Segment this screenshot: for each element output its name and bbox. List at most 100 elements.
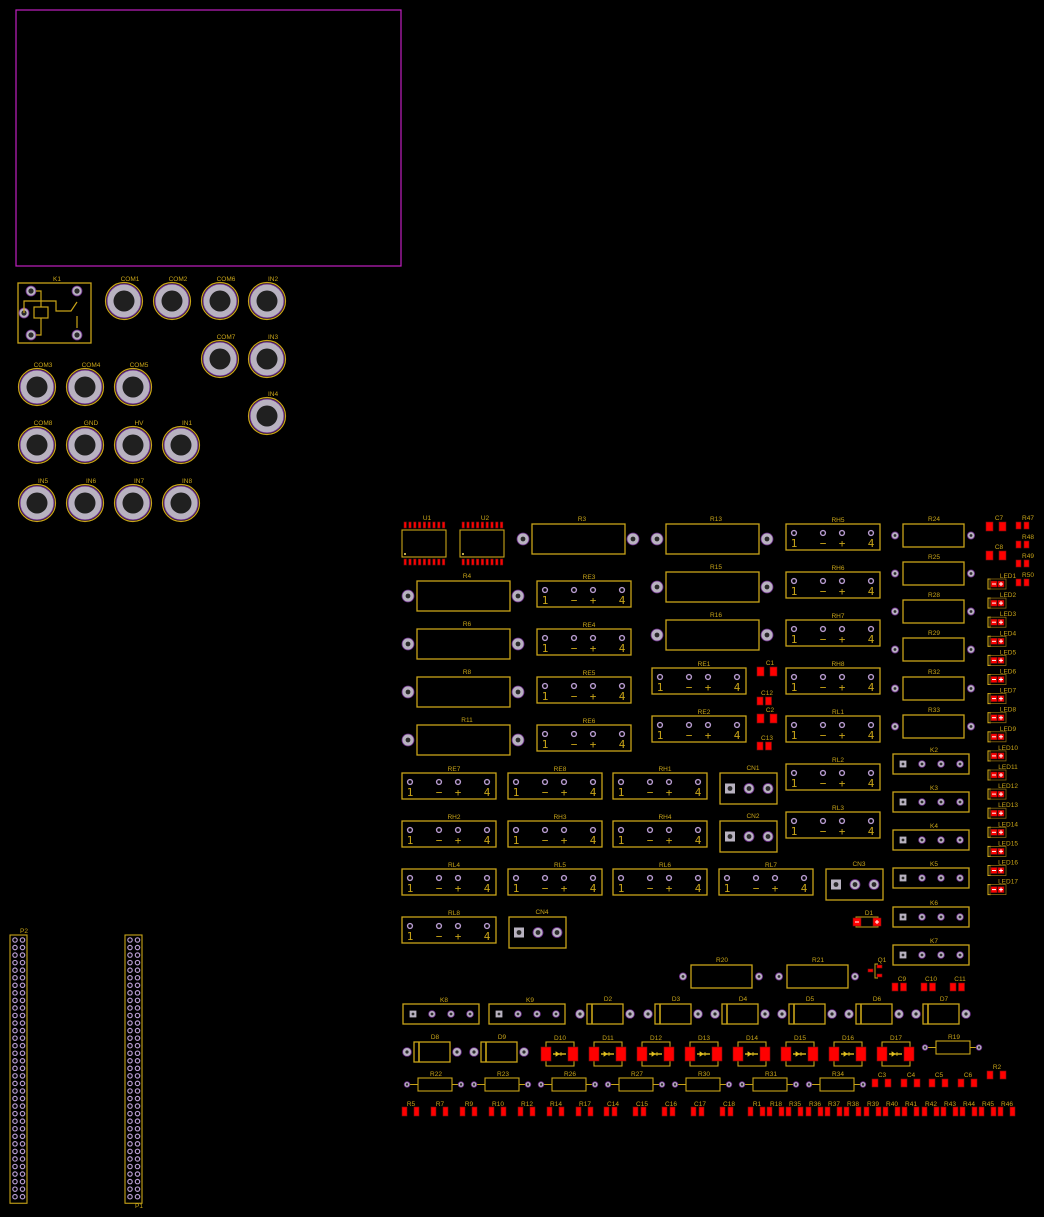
led-led1[interactable]: LED1: [987, 573, 1017, 590]
resistor-r36[interactable]: R36: [805, 1101, 824, 1117]
power-resistor-r15[interactable]: R15: [650, 564, 774, 603]
banana-jack-com8[interactable]: COM8: [17, 420, 57, 465]
banana-jack-hv[interactable]: HV: [113, 420, 153, 465]
banana-jack-com2[interactable]: COM2: [152, 276, 192, 321]
resistor-r40[interactable]: R40: [882, 1101, 901, 1117]
axial-resistor-r31[interactable]: R31: [738, 1071, 800, 1092]
header-k6[interactable]: K6: [892, 900, 970, 928]
axial-resistor-r34[interactable]: R34: [805, 1071, 867, 1092]
pin-header-p2[interactable]: P2: [9, 928, 28, 1204]
resistor-r49[interactable]: R49: [1015, 553, 1034, 568]
capacitor-c15[interactable]: C15: [632, 1101, 648, 1117]
relay-k1[interactable]: K1: [17, 276, 92, 344]
resistor-r44[interactable]: R44: [959, 1101, 978, 1117]
capacitor-c7[interactable]: C7: [985, 515, 1007, 532]
resistor-r24[interactable]: R24: [891, 516, 976, 548]
resistor-r41[interactable]: R41: [901, 1101, 920, 1117]
led-led11[interactable]: LED11: [987, 764, 1018, 781]
power-resistor-r6[interactable]: R6: [401, 621, 525, 660]
resistor-r47[interactable]: R47: [1015, 515, 1034, 530]
header-k9[interactable]: K9: [488, 997, 566, 1025]
diode-d5[interactable]: D5: [777, 996, 837, 1025]
smd-diode-d13[interactable]: D13: [684, 1035, 723, 1067]
axial-resistor-r22[interactable]: R22: [403, 1071, 465, 1092]
banana-jack-com4[interactable]: COM4: [65, 362, 105, 407]
banana-jack-in7[interactable]: IN7: [113, 478, 153, 523]
ic-u2[interactable]: U2: [459, 515, 505, 566]
led-led2[interactable]: LED2: [987, 592, 1017, 609]
resistor-r32[interactable]: R32: [891, 669, 976, 701]
capacitor-c3[interactable]: C3: [871, 1072, 892, 1088]
smd-diode-d1[interactable]: D1: [852, 910, 882, 928]
resistor-r21[interactable]: R21: [775, 957, 860, 989]
led-led13[interactable]: LED13: [987, 802, 1018, 819]
power-resistor-r13[interactable]: R13: [650, 516, 774, 555]
banana-jack-in4[interactable]: IN4: [247, 391, 287, 436]
header-k3[interactable]: K3: [892, 785, 970, 813]
banana-jack-in1[interactable]: IN1: [161, 420, 201, 465]
smd-diode-d16[interactable]: D16: [828, 1035, 867, 1067]
resistor-r50[interactable]: R50: [1015, 572, 1034, 587]
resistor-r45[interactable]: R45: [978, 1101, 997, 1117]
resistor-r14[interactable]: R14: [546, 1101, 565, 1117]
diode-d8[interactable]: D8: [402, 1034, 462, 1063]
capacitor-c6[interactable]: C6: [957, 1072, 978, 1088]
banana-jack-com3[interactable]: COM3: [17, 362, 57, 407]
diode-d3[interactable]: D3: [643, 996, 703, 1025]
axial-resistor-r27[interactable]: R27: [604, 1071, 666, 1092]
led-led12[interactable]: LED12: [987, 783, 1018, 800]
axial-resistor-r19[interactable]: R19: [921, 1034, 983, 1055]
smd-diode-d11[interactable]: D11: [588, 1035, 627, 1067]
smd-diode-d14[interactable]: D14: [732, 1035, 771, 1067]
resistor-r25[interactable]: R25: [891, 554, 976, 586]
capacitor-c1[interactable]: C1: [756, 660, 778, 677]
capacitor-c5[interactable]: C5: [928, 1072, 949, 1088]
power-resistor-r16[interactable]: R16: [650, 612, 774, 651]
banana-jack-com5[interactable]: COM5: [113, 362, 153, 407]
led-led17[interactable]: LED17: [987, 879, 1018, 896]
resistor-r18[interactable]: R18: [766, 1101, 785, 1117]
header-k2[interactable]: K2: [892, 747, 970, 775]
power-resistor-r4[interactable]: R4: [401, 573, 525, 612]
connector-cn1[interactable]: CN1: [719, 765, 778, 805]
capacitor-c2[interactable]: C2: [756, 707, 778, 724]
capacitor-c10[interactable]: C10: [920, 976, 937, 992]
led-led4[interactable]: LED4: [987, 630, 1017, 647]
led-led7[interactable]: LED7: [987, 688, 1017, 705]
diode-d9[interactable]: D9: [469, 1034, 529, 1063]
resistor-r38[interactable]: R38: [843, 1101, 862, 1117]
capacitor-c12[interactable]: C12: [756, 690, 773, 706]
banana-jack-in5[interactable]: IN5: [17, 478, 57, 523]
smd-diode-d15[interactable]: D15: [780, 1035, 819, 1067]
axial-resistor-r23[interactable]: R23: [470, 1071, 532, 1092]
resistor-r33[interactable]: R33: [891, 707, 976, 739]
resistor-r37[interactable]: R37: [824, 1101, 843, 1117]
resistor-r17[interactable]: R17: [575, 1101, 594, 1117]
resistor-r5[interactable]: R5: [401, 1101, 420, 1117]
resistor-r12[interactable]: R12: [517, 1101, 536, 1117]
resistor-r20[interactable]: R20: [679, 957, 764, 989]
banana-jack-com1[interactable]: COM1: [104, 276, 144, 321]
led-led14[interactable]: LED14: [987, 821, 1018, 838]
header-k8[interactable]: K8: [402, 997, 480, 1025]
diode-d2[interactable]: D2: [575, 996, 635, 1025]
smd-diode-d17[interactable]: D17: [876, 1035, 915, 1067]
capacitor-c8[interactable]: C8: [985, 544, 1007, 561]
